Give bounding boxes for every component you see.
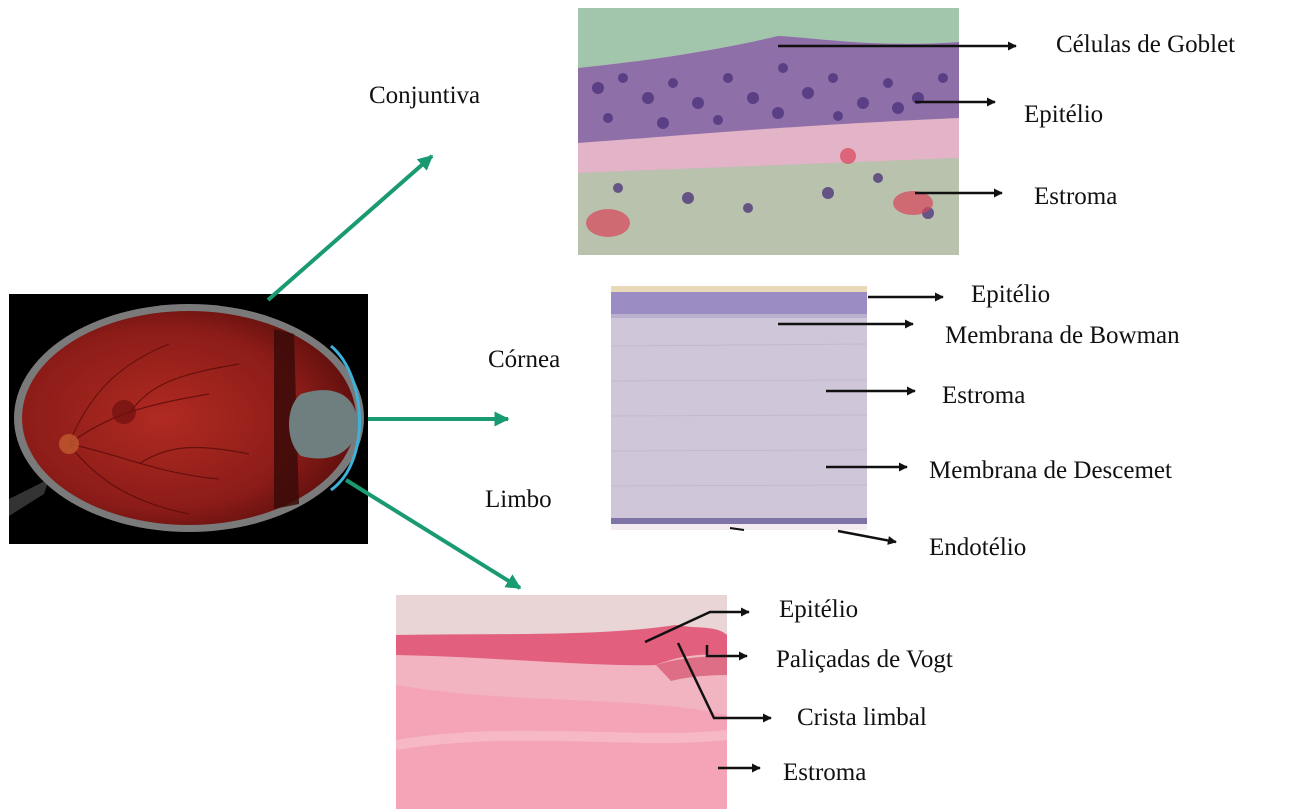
label-goblet: Células de Goblet — [1056, 32, 1235, 57]
label-crista: Crista limbal — [797, 705, 927, 730]
label-conj-estroma: Estroma — [1034, 184, 1117, 209]
eye-cross-section-image — [9, 294, 368, 544]
label-limbo-estroma: Estroma — [783, 760, 866, 785]
green-arrow-conjuntiva — [268, 156, 432, 300]
conjuntiva-histology-image — [578, 8, 959, 255]
label-conj-epitelio: Epitélio — [1024, 102, 1103, 127]
arrow-endotelio — [838, 531, 896, 542]
label-cornea-epitelio: Epitélio — [971, 282, 1050, 307]
limbo-histology-image — [396, 595, 727, 809]
label-cornea-estroma: Estroma — [942, 383, 1025, 408]
label-palicadas: Paliçadas de Vogt — [776, 647, 953, 672]
cornea-histology-image — [611, 286, 867, 530]
region-label-cornea: Córnea — [488, 347, 560, 372]
label-endotelio: Endotélio — [929, 535, 1026, 560]
region-label-conjuntiva: Conjuntiva — [369, 83, 480, 108]
label-bowman: Membrana de Bowman — [945, 323, 1180, 348]
label-limbo-epitelio: Epitélio — [779, 597, 858, 622]
label-descemet: Membrana de Descemet — [929, 458, 1172, 483]
region-label-limbo: Limbo — [485, 487, 552, 512]
